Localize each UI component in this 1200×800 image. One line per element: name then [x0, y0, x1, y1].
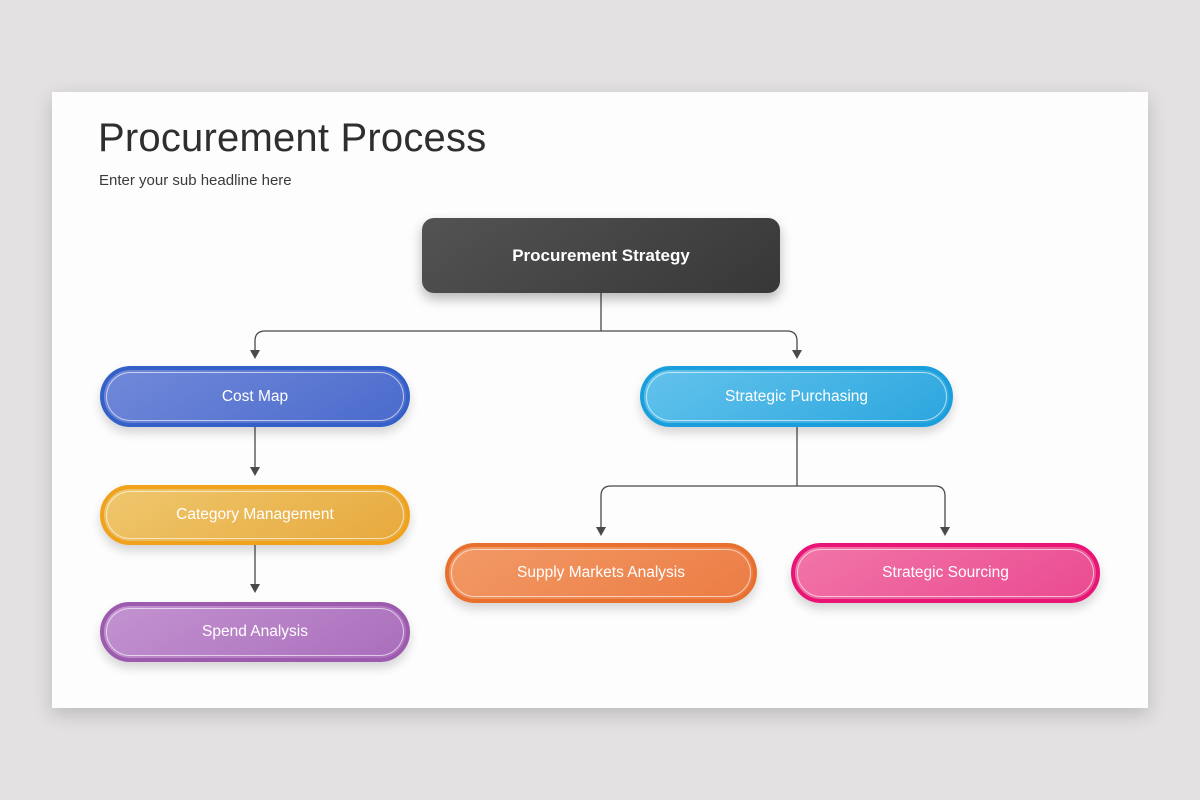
node-label: Cost Map: [221, 387, 289, 405]
arrowhead: [792, 350, 802, 359]
node-spend-analysis: Spend Analysis: [100, 602, 410, 662]
connector-level1-branch: [254, 330, 798, 350]
node-label: Strategic Purchasing: [724, 387, 869, 405]
node-cost-map: Cost Map: [100, 366, 410, 427]
node-strategic-purchasing: Strategic Purchasing: [640, 366, 953, 427]
slide-card: Procurement Process Enter your sub headl…: [52, 92, 1148, 708]
node-procurement-strategy: Procurement Strategy: [422, 218, 780, 293]
arrowhead: [250, 350, 260, 359]
node-label: Category Management: [176, 506, 334, 523]
node-category-management: Category Management: [100, 485, 410, 545]
arrowhead: [596, 527, 606, 536]
node-label: Supply Markets Analysis: [517, 564, 685, 581]
node-label: Procurement Strategy: [512, 245, 690, 265]
node-supply-markets-analysis: Supply Markets Analysis: [445, 543, 757, 603]
node-label: Strategic Sourcing: [882, 564, 1009, 581]
node-label: Spend Analysis: [202, 623, 308, 640]
page-title: Procurement Process: [98, 116, 487, 160]
arrowhead: [250, 467, 260, 476]
page-subtitle: Enter your sub headline here: [99, 172, 292, 189]
arrowhead: [940, 527, 950, 536]
node-strategic-sourcing: Strategic Sourcing: [791, 543, 1100, 603]
arrowhead: [250, 584, 260, 593]
connector-level2-branch: [600, 485, 946, 527]
